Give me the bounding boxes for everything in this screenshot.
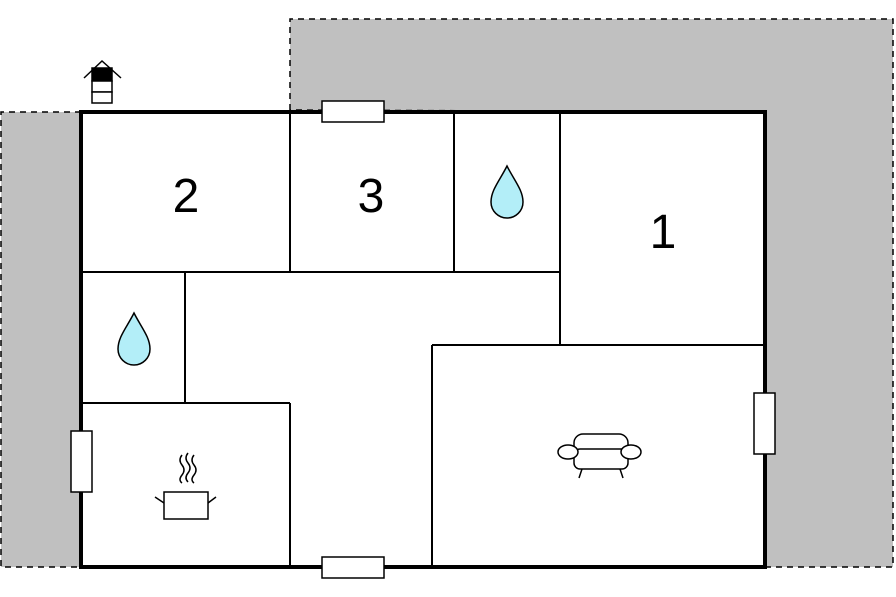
room-number-2: 2	[173, 170, 200, 223]
windows	[70, 100, 776, 579]
terrace-right	[289, 18, 894, 568]
house-entrance-icon	[83, 59, 122, 104]
window-left	[70, 430, 93, 493]
water-drop-icon	[490, 164, 524, 219]
window-right	[753, 392, 776, 455]
terrace-area	[0, 18, 894, 568]
exterior-wall	[79, 110, 767, 569]
sofa-icon	[557, 433, 642, 479]
house-interior	[81, 112, 765, 567]
window-bottom	[321, 556, 385, 579]
room-number-3: 3	[358, 170, 385, 223]
terrace-left	[0, 111, 82, 568]
water-drop-icon	[117, 311, 151, 366]
cooking-pot-icon	[154, 452, 217, 520]
window-top	[321, 100, 385, 123]
room-number-1: 1	[650, 206, 677, 259]
interior-walls	[81, 112, 765, 567]
